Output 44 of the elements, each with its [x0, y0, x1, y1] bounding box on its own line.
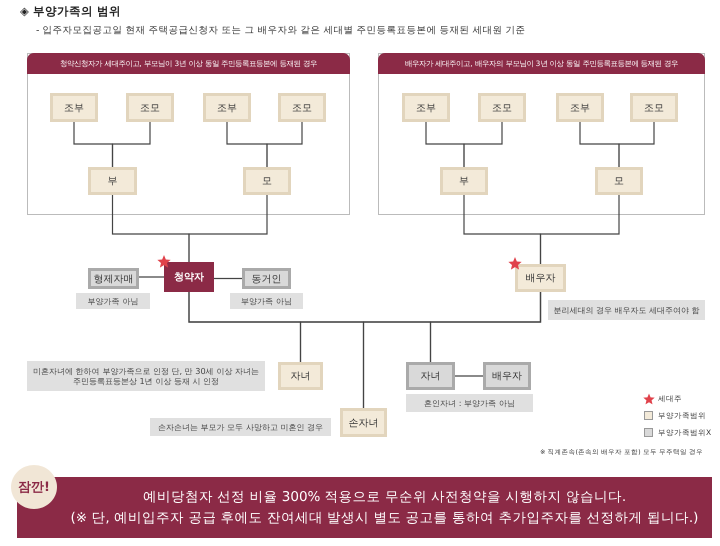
person-box: 자녀 [278, 362, 323, 390]
connector-line [188, 195, 268, 262]
applicant-box: 청약자 [164, 262, 214, 292]
person-box: 동거인 [242, 268, 291, 289]
person-box: 부 [88, 167, 137, 195]
person-box: 조부 [203, 93, 251, 122]
person-box: 조모 [478, 93, 526, 122]
title: ◈ 부양가족의 범위 [20, 4, 121, 18]
person-box: 자녀 [406, 362, 455, 390]
person-box: 부 [440, 167, 488, 195]
person-box: 배우자 [515, 264, 566, 292]
person-box: 조부 [556, 93, 604, 122]
connector-line [266, 122, 303, 167]
person-box: 모 [595, 167, 643, 195]
person-box: 조모 [126, 93, 174, 122]
connector-line [463, 122, 503, 167]
connector-line [540, 195, 620, 264]
note-label: 혼인자녀 : 부양가족 아님 [406, 394, 533, 412]
person-box: 모 [243, 167, 291, 195]
connector-line [112, 122, 151, 167]
person-box: 조부 [402, 93, 450, 122]
note-label: 부양가족 아님 [230, 293, 303, 309]
note-label: 미혼자녀에 한하여 부양가족으로 인정 단, 만 30세 이상 자녀는 주민등록표등본상 1년 이상 등재 시 인정 [27, 361, 265, 391]
subtitle: - 입주자모집공고일 현재 주택공급신청자 또는 그 배우자와 같은 세대별 주민등록표등본에 등재된 세대원 기준 [36, 24, 526, 38]
connector-line [139, 276, 164, 278]
panel-frame [27, 53, 350, 215]
note-label: 부양가족 아님 [76, 293, 150, 309]
connector-line [618, 122, 655, 167]
speech-bubble: 잠깐! [11, 465, 57, 509]
note-label: 손자손녀는 부모가 모두 사망하고 미혼인 경우 [150, 418, 331, 436]
notice-banner [17, 477, 712, 538]
person-box: 형제자매 [88, 268, 139, 289]
person-box: 조모 [278, 93, 326, 122]
person-box: 배우자 [483, 362, 531, 390]
note-label: 분리세대의 경우 배우자도 세대주여야 함 [548, 300, 705, 320]
connector-line [214, 278, 242, 280]
connector-line [430, 292, 542, 362]
person-box: 조부 [50, 93, 98, 122]
person-box: 조모 [630, 93, 678, 122]
connector-line [455, 375, 483, 377]
notice-text: 예비당첨자 선정 비율 300% 적용으로 무순위 사전청약을 시행하지 않습니다. [142, 488, 626, 506]
person-box: 손자녀 [340, 408, 387, 437]
notice-text: (※ 단, 예비입주자 공급 후에도 잔여세대 발생시 별도 공고를 통하여 추가입주자를 선정하게 됩니다.) [70, 508, 698, 528]
panel-frame [378, 53, 705, 215]
